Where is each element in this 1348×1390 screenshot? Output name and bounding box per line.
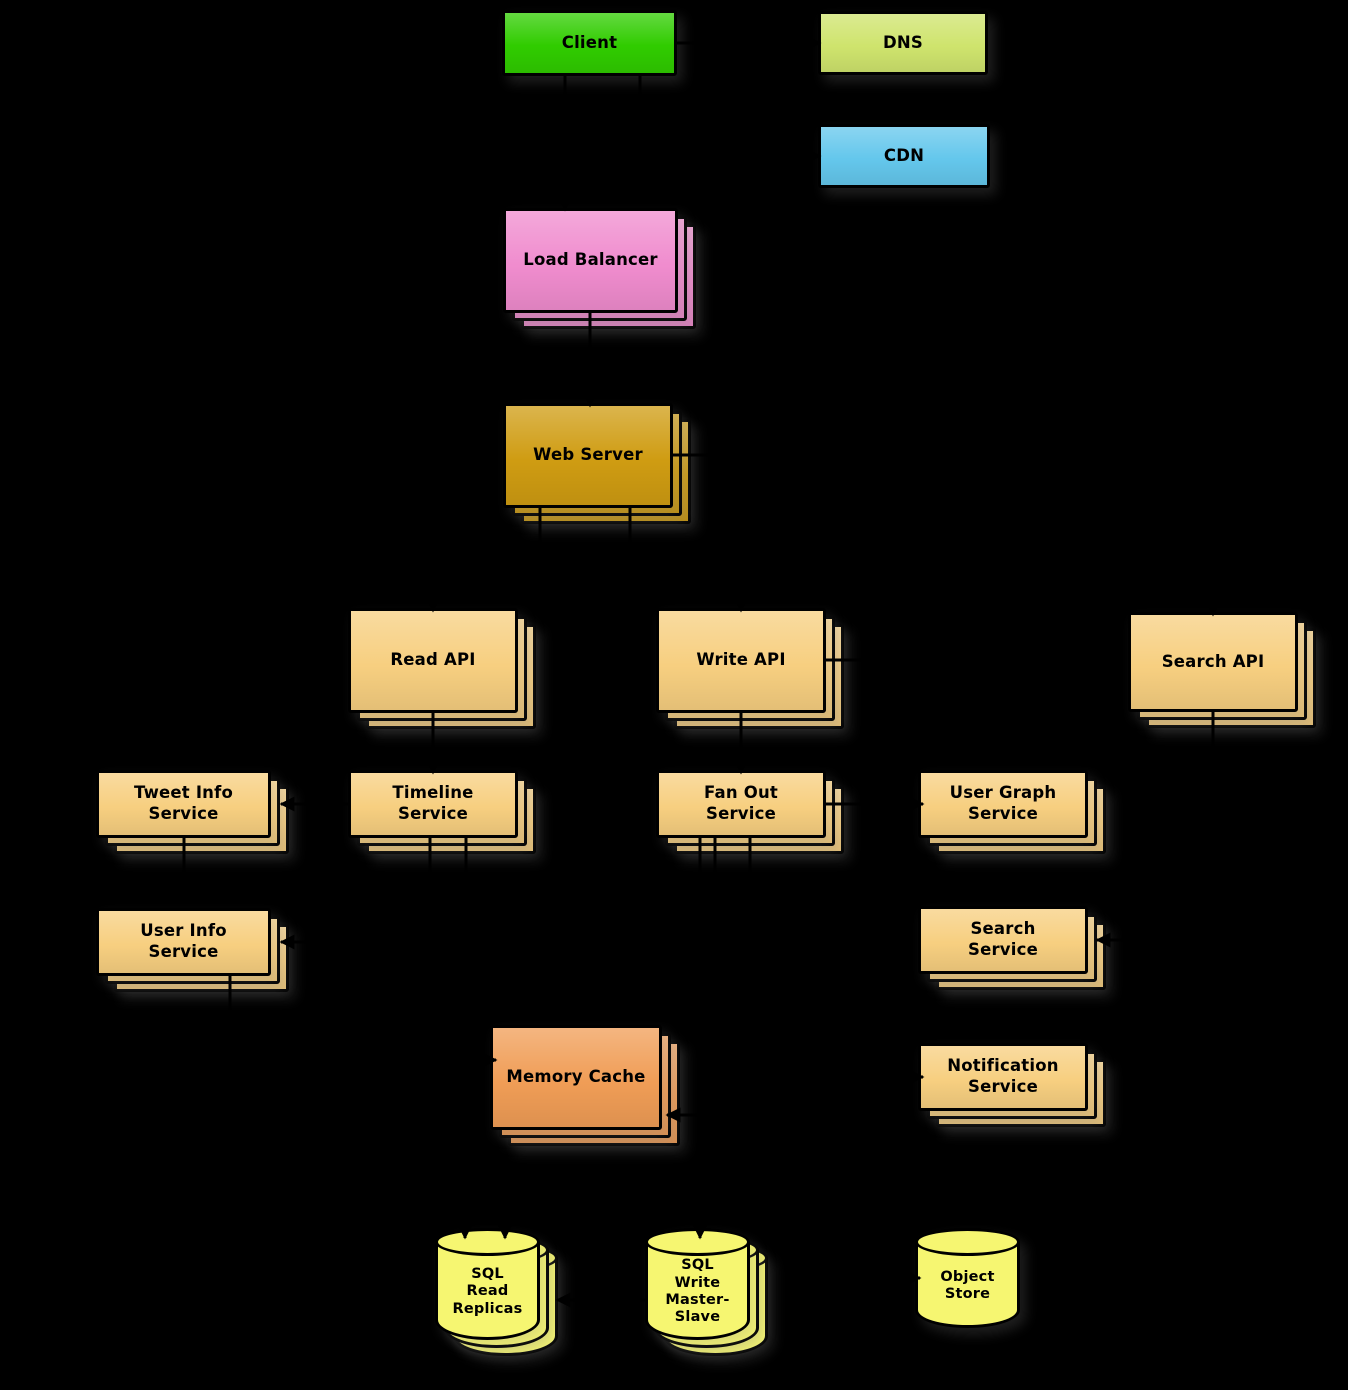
- node-write-api: Write API: [656, 608, 844, 729]
- node-tweet-info-service-face: Tweet Info Service: [96, 770, 271, 838]
- node-dns: DNS: [818, 11, 988, 75]
- node-cdn-face: CDN: [818, 124, 990, 188]
- node-label: DNS: [883, 32, 923, 52]
- node-sql-write-master-slave-face: SQL Write Master- Slave: [645, 1228, 750, 1340]
- node-memory-cache-face: Memory Cache: [490, 1025, 662, 1130]
- node-label: Write API: [696, 650, 786, 670]
- edge-tweet-info-service-to-sql-read-replicas: [182, 838, 473, 1240]
- node-dns-face: DNS: [818, 11, 988, 75]
- node-notification-service: Notification Service: [918, 1043, 1106, 1127]
- node-label: Search Service: [968, 919, 1038, 959]
- edge-client-to-cdn: [638, 76, 822, 164]
- node-user-graph-service-face: User Graph Service: [918, 770, 1088, 838]
- node-label: Notification Service: [947, 1056, 1059, 1096]
- node-search-service-face: Search Service: [918, 906, 1088, 974]
- node-fan-out-service: Fan Out Service: [656, 770, 844, 854]
- node-label: User Graph Service: [949, 783, 1057, 823]
- node-timeline-service: Timeline Service: [348, 770, 536, 854]
- node-label: Memory Cache: [506, 1067, 646, 1087]
- edge-search-api-to-search-service: [1095, 712, 1215, 948]
- node-write-api-face: Write API: [656, 608, 826, 713]
- node-sql-read-replicas-face: SQL Read Replicas: [435, 1228, 540, 1340]
- node-memory-cache: Memory Cache: [490, 1025, 680, 1146]
- node-label: CDN: [883, 145, 925, 165]
- node-user-info-service-face: User Info Service: [96, 908, 271, 976]
- edge-fan-out-service-to-notification-service: [748, 838, 925, 1085]
- node-label: Search API: [1161, 651, 1265, 671]
- node-cdn: CDN: [818, 124, 990, 188]
- edge-user-info-service-to-sql-read-replicas: [228, 976, 513, 1240]
- node-label: SQL Write Master- Slave: [665, 1257, 730, 1326]
- node-client-face: Client: [502, 10, 677, 76]
- node-tweet-info-service: Tweet Info Service: [96, 770, 289, 854]
- node-object-store: Object Store: [915, 1228, 1020, 1328]
- node-fan-out-service-face: Fan Out Service: [656, 770, 826, 838]
- node-label: Read API: [390, 650, 476, 670]
- node-read-api: Read API: [348, 608, 536, 729]
- node-search-service: Search Service: [918, 906, 1106, 990]
- node-label: Object Store: [940, 1268, 995, 1302]
- node-label: Load Balancer: [523, 250, 658, 270]
- node-notification-service-face: Notification Service: [918, 1043, 1088, 1111]
- node-user-info-service: User Info Service: [96, 908, 289, 992]
- node-load-balancer: Load Balancer: [503, 208, 696, 329]
- node-object-store-face: Object Store: [915, 1228, 1020, 1328]
- node-label: Web Server: [533, 445, 643, 465]
- node-timeline-service-face: Timeline Service: [348, 770, 518, 838]
- node-read-api-face: Read API: [348, 608, 518, 713]
- node-user-graph-service: User Graph Service: [918, 770, 1106, 854]
- node-web-server-face: Web Server: [503, 403, 673, 508]
- node-label: Timeline Service: [392, 783, 474, 823]
- edge-web-server-to-search-api: [673, 453, 1221, 617]
- node-sql-write-master-slave: SQL Write Master- Slave: [645, 1228, 768, 1356]
- node-label: Client: [561, 32, 618, 52]
- edge-write-api-to-object-store: [826, 658, 922, 1286]
- node-label: Fan Out Service: [704, 783, 778, 823]
- node-label: User Info Service: [140, 921, 227, 961]
- node-web-server: Web Server: [503, 403, 691, 524]
- node-search-api-face: Search API: [1128, 612, 1298, 712]
- node-load-balancer-face: Load Balancer: [503, 208, 678, 313]
- node-search-api: Search API: [1128, 612, 1316, 728]
- node-label: Tweet Info Service: [133, 783, 234, 823]
- node-client: Client: [502, 10, 677, 76]
- node-sql-read-replicas: SQL Read Replicas: [435, 1228, 558, 1356]
- node-label: SQL Read Replicas: [452, 1265, 523, 1317]
